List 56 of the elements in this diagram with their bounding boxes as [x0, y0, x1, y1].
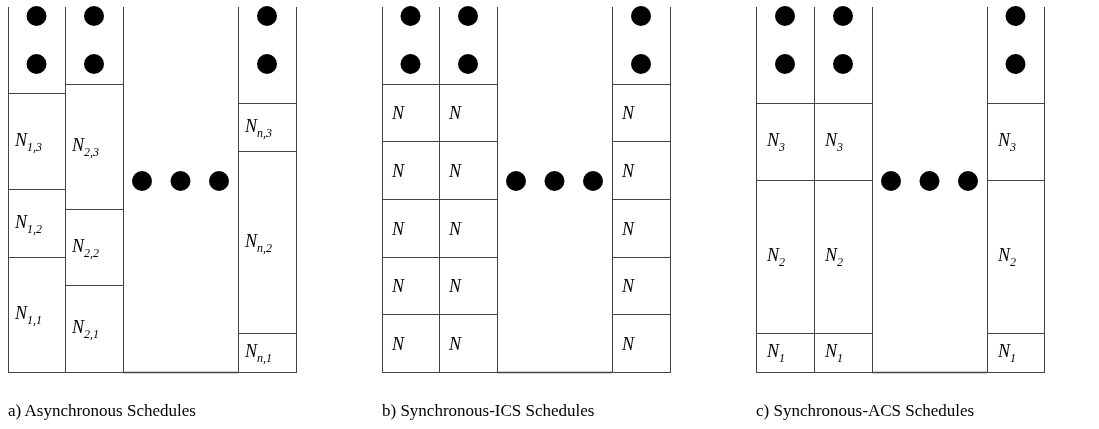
cell-label: N$_{1}$: [998, 342, 1016, 364]
cell-label: N: [449, 277, 461, 295]
schedule-cell: [612, 84, 671, 142]
schedule-cell: [612, 257, 671, 315]
cell-label: N$_{2}$: [825, 246, 843, 268]
cell-label: N: [392, 104, 404, 122]
cell-label: N$_{2,1}$: [72, 318, 99, 340]
schedule-cell: [439, 314, 498, 373]
schedule-cell: [382, 314, 440, 373]
schedule-cell: [987, 103, 1045, 181]
cell-label: N$_{n,1}$: [245, 342, 272, 364]
cell-label: N$_{3}$: [825, 131, 843, 153]
schedule-cell: [8, 257, 66, 373]
cell-label: N$_{1}$: [825, 342, 843, 364]
schedule-cell: [238, 103, 297, 152]
cell-label: N: [622, 334, 634, 353]
cell-label: N$_{1,1}$: [15, 304, 42, 326]
cell-label: N: [392, 277, 404, 295]
schedule-column-top: [238, 7, 297, 104]
panel-caption: a) Asynchronous Schedules: [8, 401, 196, 421]
cell-label: N$_{n,2}$: [245, 231, 272, 254]
schedule-cell: [612, 314, 671, 373]
cell-label: N: [392, 161, 404, 180]
schedule-cell: [612, 199, 671, 258]
cell-label: N: [622, 104, 634, 122]
cell-label: N: [449, 219, 461, 238]
cell-label: N: [392, 219, 404, 238]
schedule-cell: [65, 285, 124, 373]
cell-label: N$_{1,3}$: [15, 130, 42, 153]
schedule-column-top: [987, 7, 1045, 104]
schedule-cell: [238, 151, 297, 334]
cell-label: N: [622, 161, 634, 180]
cell-label: N: [449, 104, 461, 122]
panel-caption: b) Synchronous-ICS Schedules: [382, 401, 595, 421]
cell-label: N: [449, 161, 461, 180]
cell-label: N$_{2,2}$: [72, 236, 99, 259]
schedule-cell: [756, 333, 815, 373]
cell-label: N$_{n,3}$: [245, 116, 272, 139]
cell-label: N$_{2}$: [767, 246, 785, 268]
cell-label: N: [622, 219, 634, 238]
schedule-column-top: [612, 7, 671, 85]
cell-label: N$_{1,2}$: [15, 212, 42, 235]
cell-label: N: [622, 277, 634, 295]
schedule-cell: [987, 333, 1045, 373]
cell-label: N: [449, 334, 461, 353]
schedule-cell: [987, 180, 1045, 334]
schedule-cell: [814, 333, 873, 373]
cell-label: N$_{2}$: [998, 246, 1016, 268]
cell-label: N$_{1}$: [767, 342, 785, 364]
panel-caption: c) Synchronous-ACS Schedules: [756, 401, 975, 421]
schedule-cell: [612, 141, 671, 200]
cell-label: N: [392, 334, 404, 353]
cell-label: N$_{3}$: [998, 131, 1016, 153]
cell-label: N$_{2,3}$: [72, 136, 99, 158]
schedule-cell: [238, 333, 297, 373]
cell-label: N$_{3}$: [767, 131, 785, 153]
